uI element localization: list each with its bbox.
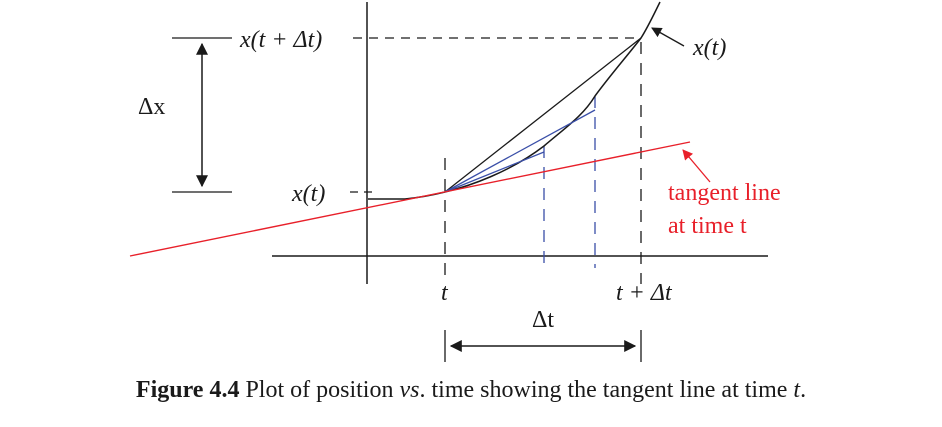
label-t-tick: t [441,280,449,306]
caption-figure-label: Figure 4.4 [135,377,240,403]
label-x-t-left: x(t) [291,181,325,207]
caption-vs: vs [399,377,420,403]
caption-text-before: Plot of position [239,377,400,403]
secant-line-t-dt [444,37,642,193]
secant-line-1 [444,151,545,193]
tangent-label-pointer [682,149,711,183]
label-delta-t: Δt [532,307,554,333]
label-tangent-line: tangent line [668,180,781,206]
caption-t: t [793,377,801,403]
figure-caption: Figure 4.4 Plot of position vs. time sho… [0,377,942,404]
position-curve [368,1,661,200]
curve-label-pointer [651,27,685,47]
label-delta-x: Δx [138,94,165,120]
tangent-line [129,141,691,257]
caption-end: . [800,377,807,403]
label-x-t-plus-delta-t: x(t + Δt) [239,27,322,53]
label-at-time-t: at time t [668,213,747,239]
label-t-plus-delta-t-tick: t + Δt [616,280,673,306]
label-x-t-curve: x(t) [692,35,726,61]
caption-text-middle: . time showing the tangent line at time [419,377,794,403]
secant-line-2 [444,109,596,193]
